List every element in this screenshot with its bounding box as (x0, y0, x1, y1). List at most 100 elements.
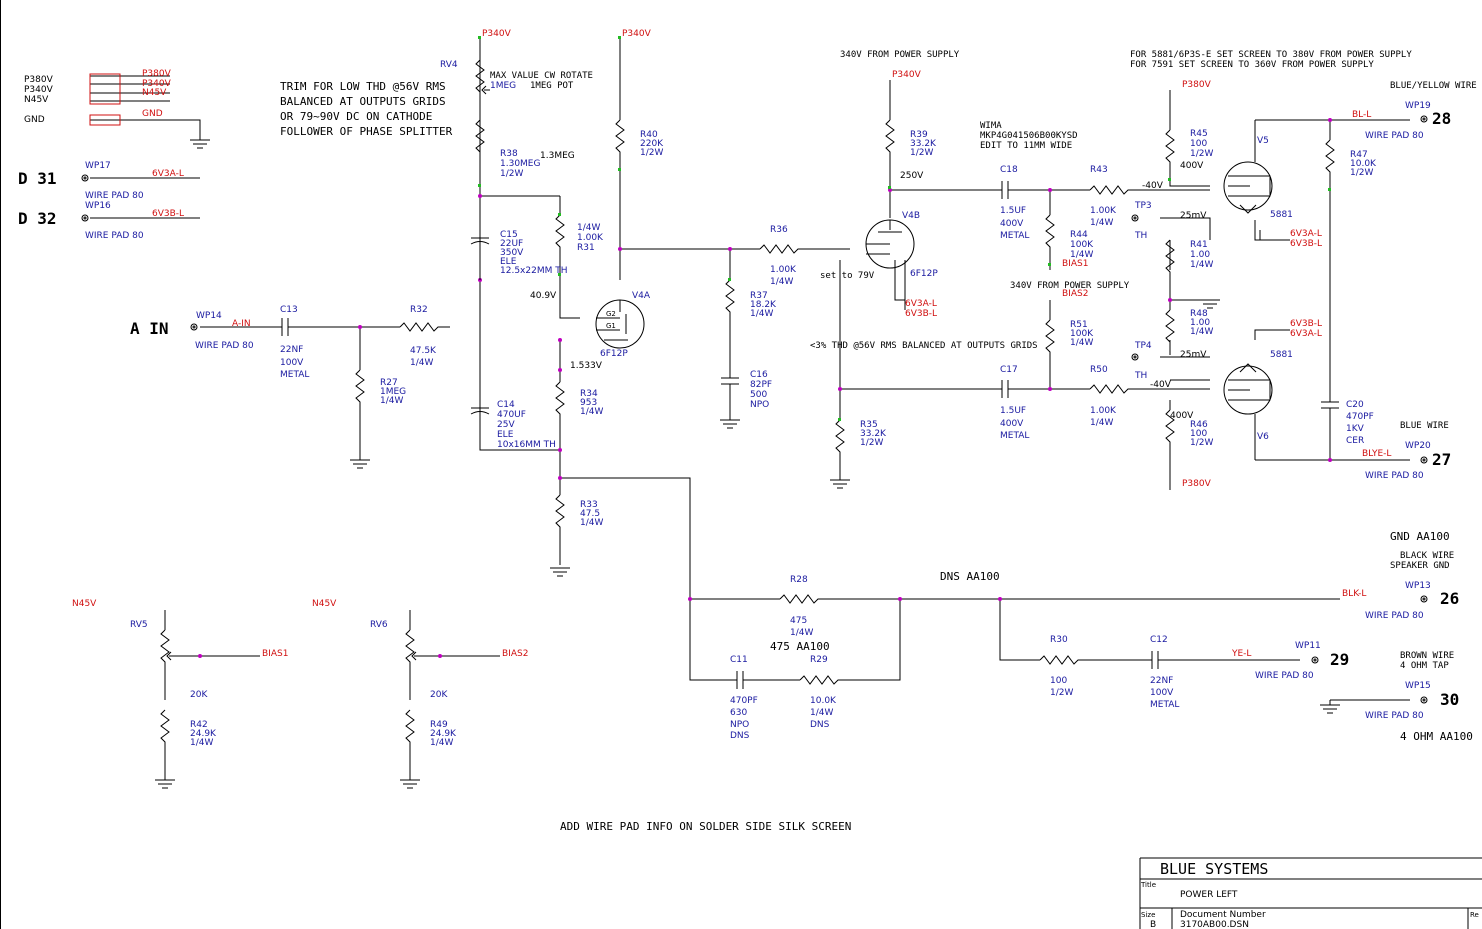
part-value-r28: 475 (790, 616, 807, 626)
c11 (730, 671, 750, 689)
r38 (475, 119, 485, 160)
part-value-c16: 500 (750, 390, 767, 400)
note: WIMA (980, 121, 1002, 131)
r29 (799, 675, 850, 685)
voltage: 1.533V (570, 361, 603, 371)
rail-net: P340V (482, 29, 512, 39)
part-value-c16: NPO (750, 400, 769, 410)
rail-label: P380V (24, 75, 54, 85)
r49 (405, 709, 415, 760)
connector-label: 26 (1440, 589, 1459, 608)
r51 (1045, 319, 1055, 370)
pin-markers (478, 36, 1331, 421)
part-value-r40: 220K (640, 139, 664, 149)
note: FOR 7591 SET SCREEN TO 360V FROM POWER S… (1130, 60, 1374, 70)
note: OR 79~90V DC ON CATHODE (280, 110, 432, 123)
net: BIAS1 (1062, 259, 1088, 269)
rail-label: P340V (24, 85, 54, 95)
part-value-v4b: 6F12P (910, 269, 938, 279)
part-value-r28: 1/4W (790, 628, 813, 638)
part-ref-rv4: RV4 (440, 60, 458, 70)
part-value-r29: 10.0K (810, 696, 837, 706)
part-ref-c14: C14 (497, 400, 515, 410)
part-ref-c17: C17 (1000, 365, 1018, 375)
part-value-rv4: 1MEG (490, 81, 516, 91)
part-value-r32: 47.5K (410, 346, 437, 356)
r34 (555, 381, 565, 438)
part-value-r45: 100 (1190, 139, 1207, 149)
part-value-r50: 1.00K (1090, 406, 1117, 416)
r33 (555, 494, 565, 545)
part-value-r29: DNS (810, 720, 830, 730)
tp: TH (1134, 231, 1147, 241)
part-value-r37: 1/4W (750, 309, 773, 319)
note: GND AA100 (1390, 530, 1450, 543)
net: 6V3B-L (1290, 239, 1322, 249)
part-value-r51: 1/4W (1070, 338, 1093, 348)
part-value-r32: 1/4W (410, 358, 433, 368)
part-ref-rv5: RV5 (130, 620, 148, 630)
part-value-r33: 1/4W (580, 518, 603, 528)
part-value-r44: 1/4W (1070, 250, 1093, 260)
r46 (1165, 409, 1175, 460)
part-value-r27: 1MEG (380, 387, 406, 397)
part-value-r39: 1/2W (910, 148, 933, 158)
part-value-c20: CER (1346, 436, 1364, 446)
part-value-r30: 100 (1050, 676, 1067, 686)
rail-net: P380V (1182, 479, 1212, 489)
tb-label: Document Number (1180, 910, 1266, 920)
part-value-r31: 1.00K (577, 233, 604, 243)
part-ref-r37: R37 (750, 291, 768, 301)
wp-pad: WIRE PAD 80 (195, 341, 254, 351)
tube-v4a (595, 299, 645, 349)
c18 (990, 181, 1020, 199)
part-value-c12: METAL (1150, 700, 1179, 710)
part-ref-v4a: V4A (632, 291, 651, 301)
part-ref-rv6: RV6 (370, 620, 388, 630)
part-ref-c16: C16 (750, 370, 768, 380)
wire-pads[interactable] (81, 115, 1428, 704)
wires (90, 38, 1410, 780)
tube-pin-label: G2 (606, 310, 616, 318)
net: BIAS2 (502, 649, 528, 659)
part-value-c17: 1.5UF (1000, 406, 1026, 416)
net: BLK-L (1342, 589, 1366, 599)
part-ref-r39: R39 (910, 130, 928, 140)
part-value-r40: 1/2W (640, 148, 663, 158)
connector-label: 29 (1330, 650, 1349, 669)
part-value-r38: 1/2W (500, 169, 523, 179)
part-value-c13: 100V (280, 358, 304, 368)
part-value-c11: DNS (730, 731, 750, 741)
part-ref-r41: R41 (1190, 240, 1208, 250)
part-ref-r47: R47 (1350, 150, 1368, 160)
wp-pad: WIRE PAD 80 (1255, 671, 1314, 681)
wp-pad: WIRE PAD 80 (85, 231, 144, 241)
tube-v6 (1223, 363, 1273, 440)
connector-label: 30 (1440, 690, 1459, 709)
part-value-r48: 1/4W (1190, 327, 1213, 337)
voltage: 250V (900, 171, 924, 181)
part-value-c12: 100V (1150, 688, 1174, 698)
part-value-c15: 22UF (500, 239, 523, 249)
wp-pad: WIRE PAD 80 (1365, 711, 1424, 721)
c16 (721, 370, 739, 410)
note: MAX VALUE CW ROTATE (490, 71, 593, 81)
connector-label: 27 (1432, 450, 1451, 469)
part-ref-r33: R33 (580, 500, 598, 510)
r41 (1165, 239, 1175, 290)
part-value-r35: 1/2W (860, 438, 883, 448)
wp-ref: WP15 (1405, 681, 1431, 691)
voltage: -40V (1150, 380, 1172, 390)
part-value-r47: 10.0K (1350, 159, 1377, 169)
note: DNS AA100 (940, 570, 1000, 583)
part-value-c18: METAL (1000, 231, 1029, 241)
tb-company: BLUE SYSTEMS (1160, 860, 1268, 878)
tb-label: Title (1140, 881, 1156, 889)
connector-label: D 31 (18, 169, 57, 188)
voltage: 25mV (1180, 350, 1207, 360)
part-ref-r40: R40 (640, 130, 658, 140)
tb-title: POWER LEFT (1180, 890, 1238, 900)
note: 475 AA100 (770, 640, 830, 653)
r27 (355, 369, 365, 420)
part-value-r42: 1/4W (190, 738, 213, 748)
